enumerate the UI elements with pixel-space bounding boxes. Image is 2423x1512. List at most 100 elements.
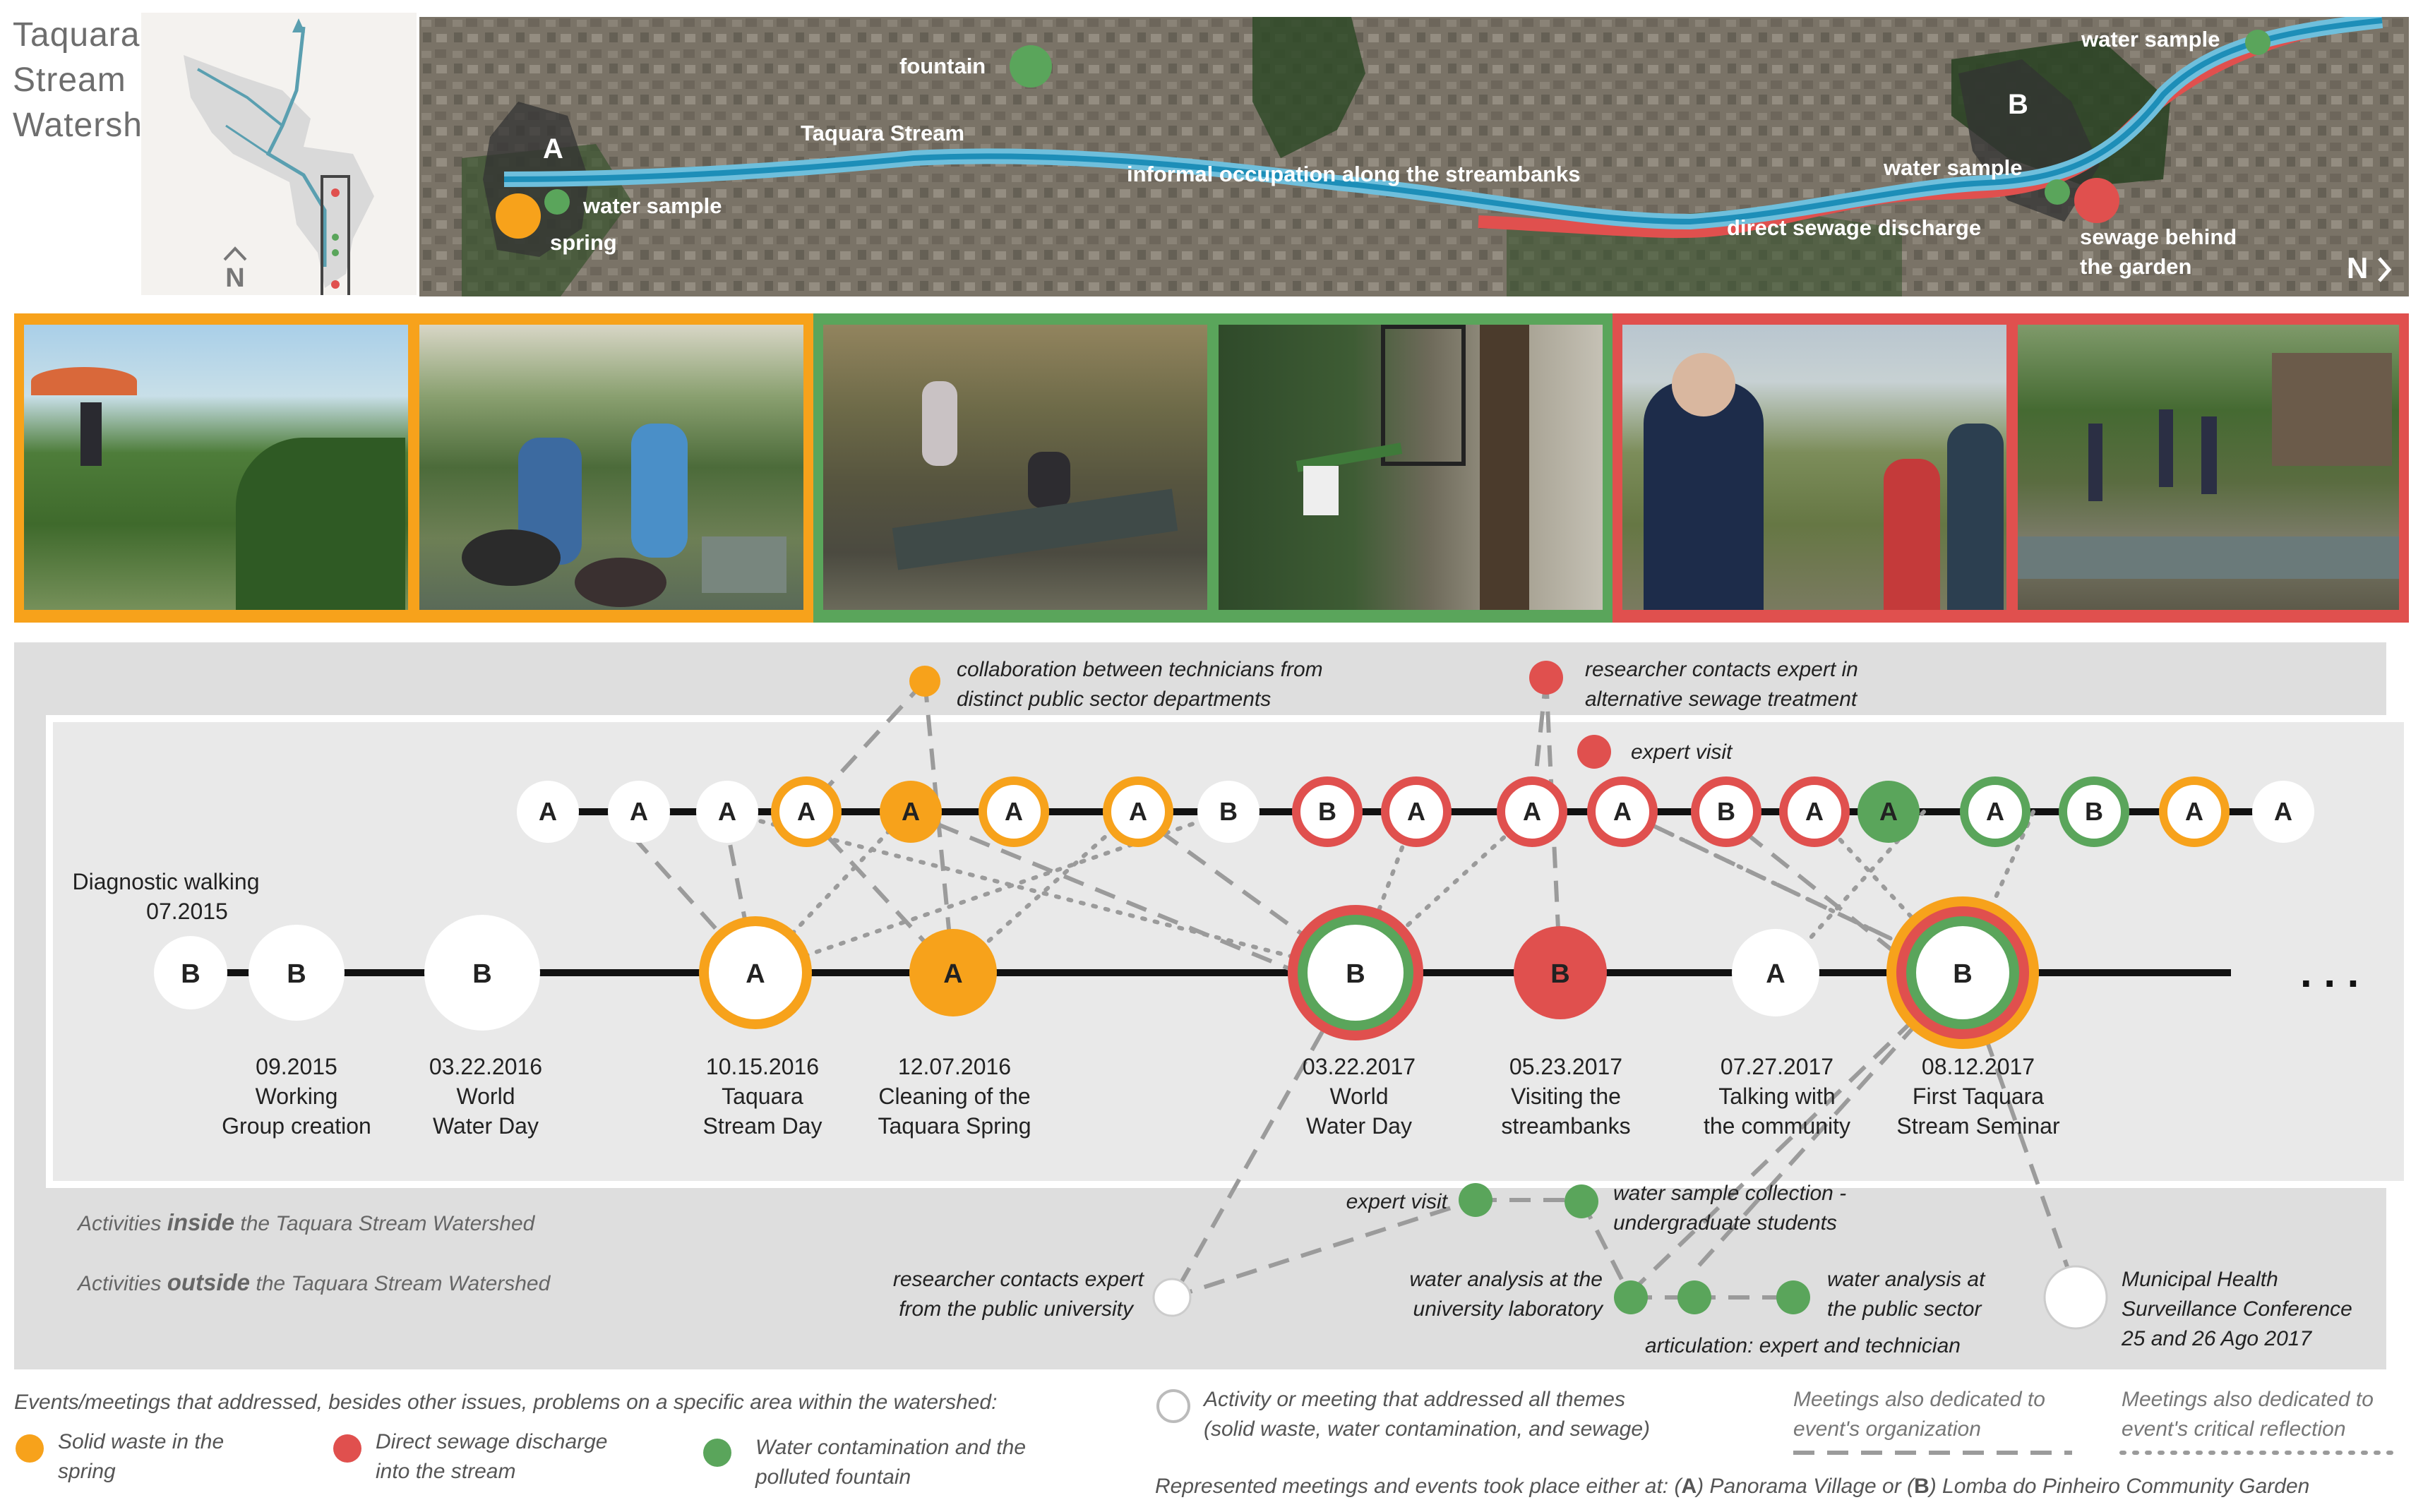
event-label-l1: Working [256,1084,338,1109]
main-node-label: B [287,959,306,989]
map-water-sample-left: water sample [582,193,722,218]
articulation-label: articulation: expert and technician [1645,1334,1961,1357]
small-node-label: B [1219,797,1238,826]
map-sewage-discharge-label: direct sewage discharge [1727,215,1981,240]
photo-green-2 [1219,325,1603,610]
watershed-inset-map: N [141,13,417,295]
legend-crit-line-2: event's critical reflection [2122,1417,2346,1441]
event-label-l2: Water Day [433,1113,539,1139]
event-label-l1: World [1330,1084,1389,1109]
event-label-l2: streambanks [1501,1113,1630,1139]
map-point-b: B [2008,89,2028,120]
small-node-label: A [902,797,920,826]
event-label-l1: Cleaning of the [878,1084,1030,1109]
small-node-label: A [1005,797,1023,826]
small-node-label: A [718,797,736,826]
small-node-label: A [797,797,815,826]
small-node [1103,776,1173,847]
small-node [696,781,758,843]
event-label-date: 03.22.2017 [1303,1054,1416,1079]
small-node [2059,776,2129,847]
small-node-label: A [1523,797,1541,826]
legend-orange-line-1: Solid waste in the [58,1430,224,1453]
main-node-label: B [1346,959,1365,989]
event-label-l1: Taquara [722,1084,803,1109]
map-water-sample-mid: water sample [1883,155,2022,180]
small-node [1857,781,1920,843]
main-node [424,915,540,1031]
legend-represented: Represented meetings and events took pla… [1155,1475,2309,1498]
event-label-date: 10.15.2016 [706,1054,819,1079]
map-north-arrow-icon [2378,257,2392,282]
small-node [979,776,1049,847]
researcher-sewage-line-2: alternative sewage treatment [1585,688,1858,711]
legend-orange-line-2: spring [58,1460,116,1483]
photo-orange-2 [419,325,803,610]
small-node-label: B [1717,797,1735,826]
analysis-university-line-2: university laboratory [1413,1297,1604,1321]
expert-visit-bottom: expert visit [1346,1190,1449,1213]
main-node [154,936,227,1009]
expert-visit-top: expert visit [1631,740,1733,764]
main-node-label: A [943,959,962,989]
map-north-label: N [2347,251,2368,284]
event-label-l1: Talking with [1718,1084,1835,1109]
small-node [608,781,670,843]
legend-red-line-2: into the stream [376,1460,515,1483]
main-node [1916,926,2009,1019]
legend-all-themes-dot [1156,1389,1190,1423]
event-label-l2: Stream Seminar [1896,1113,2060,1139]
event-label-l2: Water Day [1306,1113,1412,1139]
water-collection-line-2: undergraduate students [1613,1211,1837,1235]
map-water-sample-top: water sample [2081,27,2220,52]
legend-heading: Events/meetings that addressed, besides … [14,1391,997,1414]
legend-green-line-1: Water contamination and the [755,1436,1026,1459]
main-node [709,926,802,1019]
main-node-label: A [746,959,765,989]
inside-label: Activities inside the Taquara Stream Wat… [76,1209,536,1235]
small-node-label: A [1613,797,1632,826]
photo-red-2 [2018,325,2399,610]
small-node-label: A [539,797,557,826]
municipal-line-1: Municipal Health [2122,1268,2278,1291]
legend-all-line-2: (solid waste, water contamination, and s… [1204,1417,1650,1441]
photo-orange-1 [24,325,408,610]
diagnostic-walking-date: 07.2015 [146,899,228,924]
map-sewage-garden-2: the garden [2080,254,2191,279]
small-node [1960,776,2030,847]
event-label-l2: Taquara Spring [878,1113,1031,1139]
water-collection-line-1: water sample collection - [1613,1182,1846,1205]
event-label-l1: First Taquara [1913,1084,2044,1109]
diagnostic-walking-label: Diagnostic walking [72,869,259,894]
small-node [1197,781,1260,843]
researcher-university-line-2: from the public university [899,1297,1135,1321]
main-node [909,929,997,1016]
main-node-label: B [1550,959,1569,989]
aerial-map: A B fountain Taquara Stream informal occ… [419,17,2409,296]
small-node [1779,776,1850,847]
analysis-university-line-1: water analysis at the [1410,1268,1603,1291]
small-node [1381,776,1452,847]
researcher-sewage-line-1: researcher contacts expert in [1585,658,1858,681]
small-node [2252,781,2314,843]
map-spring-label: spring [550,230,617,255]
legend-org-line-1: Meetings also dedicated to [1793,1388,2045,1411]
small-node-label: A [1805,797,1824,826]
small-node-label: A [1879,797,1898,826]
outside-label: Activities outside the Taquara Stream Wa… [76,1269,551,1295]
main-node-label: B [1953,959,1972,989]
event-label-l2: the community [1704,1113,1850,1139]
main-node-label: A [1766,959,1785,989]
legend-orange-dot [16,1434,44,1463]
event-label-date: 07.27.2017 [1721,1054,1833,1079]
legend-red-line-1: Direct sewage discharge [376,1430,608,1453]
small-node-label: A [1407,797,1425,826]
small-node [880,781,942,843]
event-label-l1: World [457,1084,515,1109]
legend-red-dot [333,1434,361,1463]
analysis-public-line-1: water analysis at [1827,1268,1986,1291]
collab-line-2: distinct public sector departments [957,688,1271,711]
